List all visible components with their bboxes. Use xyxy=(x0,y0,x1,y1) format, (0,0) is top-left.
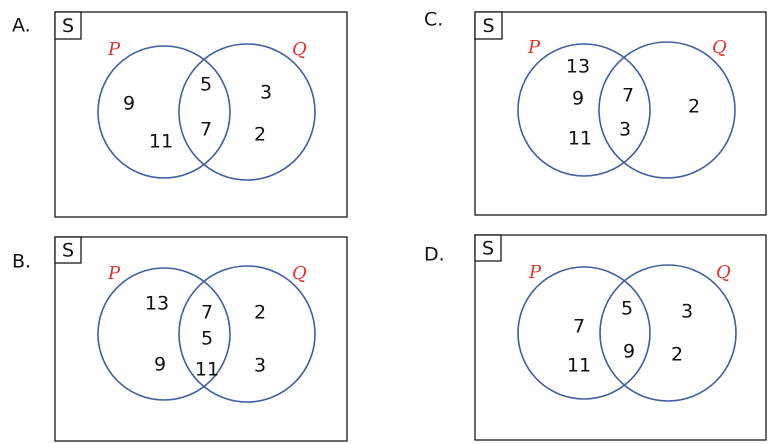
p-only-element-d: 11 xyxy=(567,355,591,377)
p-only-element-b: 9 xyxy=(154,354,166,376)
p-only-element-c: 11 xyxy=(568,128,592,150)
set-p-label-b: P xyxy=(107,263,121,284)
set-q-circle-c xyxy=(598,41,736,179)
set-p-label-c: P xyxy=(527,37,541,58)
set-p-label-a: P xyxy=(107,39,121,60)
universal-set-s-box-a xyxy=(54,11,82,40)
set-q-circle-b xyxy=(178,265,316,403)
universal-set-s-box-c xyxy=(474,11,503,40)
intersection-element-b: 7 xyxy=(201,302,213,324)
p-only-element-a: 11 xyxy=(149,131,173,153)
q-only-element-b: 2 xyxy=(254,302,266,324)
set-q-circle-a xyxy=(178,43,316,181)
universal-set-border-b xyxy=(54,236,348,442)
q-only-element-d: 3 xyxy=(681,301,693,323)
option-b-label: B. xyxy=(12,251,31,273)
q-only-element-a: 3 xyxy=(260,82,272,104)
set-q-label-b: Q xyxy=(292,263,307,284)
q-only-element-b: 3 xyxy=(254,355,266,377)
universal-set-border-d xyxy=(474,234,767,441)
universal-set-s-label-c: S xyxy=(482,15,494,37)
intersection-element-a: 7 xyxy=(200,119,212,141)
set-p-circle-b xyxy=(97,267,231,401)
p-only-element-a: 9 xyxy=(123,93,135,115)
q-only-element-c: 2 xyxy=(688,96,700,118)
universal-set-border-c xyxy=(474,11,767,216)
option-c-label: C. xyxy=(424,9,443,31)
p-only-element-b: 13 xyxy=(145,293,169,315)
p-only-element-d: 7 xyxy=(573,316,585,338)
p-only-element-c: 13 xyxy=(566,56,590,78)
intersection-element-c: 7 xyxy=(622,85,634,107)
intersection-element-b: 5 xyxy=(201,328,213,350)
universal-set-s-label-a: S xyxy=(62,15,74,37)
set-q-circle-d xyxy=(599,264,737,402)
set-q-label-c: Q xyxy=(712,37,727,58)
universal-set-s-label-b: S xyxy=(62,240,74,262)
p-only-element-c: 9 xyxy=(572,88,584,110)
set-q-label-a: Q xyxy=(292,39,307,60)
q-only-element-a: 2 xyxy=(254,124,266,146)
intersection-element-d: 5 xyxy=(621,298,633,320)
q-only-element-d: 2 xyxy=(671,344,683,366)
universal-set-border-a xyxy=(54,11,348,218)
option-a-label: A. xyxy=(12,15,31,37)
set-q-label-d: Q xyxy=(716,262,731,283)
universal-set-s-label-d: S xyxy=(482,238,494,260)
set-p-circle-c xyxy=(517,43,651,177)
universal-set-s-box-b xyxy=(54,236,82,264)
universal-set-s-box-d xyxy=(474,234,502,262)
intersection-element-c: 3 xyxy=(619,119,631,141)
intersection-element-a: 5 xyxy=(200,74,212,96)
intersection-element-d: 9 xyxy=(623,341,635,363)
set-p-circle-d xyxy=(517,266,651,400)
set-p-circle-a xyxy=(97,45,231,179)
option-d-label: D. xyxy=(424,244,445,266)
intersection-element-b: 11 xyxy=(195,359,219,381)
set-p-label-d: P xyxy=(528,262,542,283)
